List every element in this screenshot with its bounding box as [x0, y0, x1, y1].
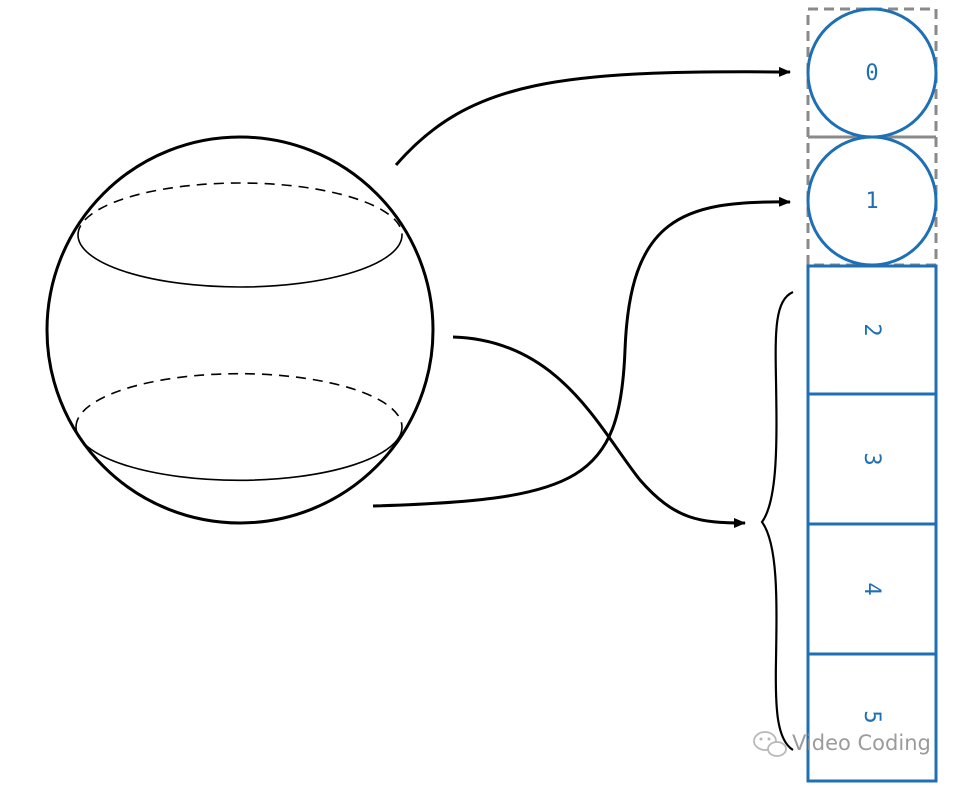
- face-5: 5: [806, 652, 938, 783]
- arrow-band-to-faces-2-5: [452, 335, 746, 528]
- curly-brace: [760, 290, 794, 751]
- watermark: Video Coding: [753, 731, 931, 757]
- face-2-label: 2: [859, 323, 884, 336]
- arrow-bottom-cap-to-face-1: [372, 196, 791, 508]
- watermark-text: Video Coding: [792, 731, 931, 755]
- face-3-label: 3: [859, 452, 884, 465]
- arrow-top-cap-to-face-0: [394, 66, 791, 166]
- wechat-icon: [753, 731, 787, 757]
- face-5-label: 5: [859, 710, 884, 723]
- face-4-label: 4: [859, 582, 884, 595]
- face-2: 2: [806, 264, 938, 396]
- face-0: 0: [806, 7, 938, 139]
- bottom-latitude-ellipse: [75, 372, 403, 428]
- face-0-label: 0: [865, 61, 878, 86]
- face-4: 4: [806, 522, 938, 656]
- sphere: [45, 135, 435, 525]
- top-latitude-ellipse: [77, 182, 403, 236]
- face-1: 1: [806, 135, 938, 267]
- face-1-label: 1: [865, 189, 878, 214]
- face-3: 3: [806, 392, 938, 526]
